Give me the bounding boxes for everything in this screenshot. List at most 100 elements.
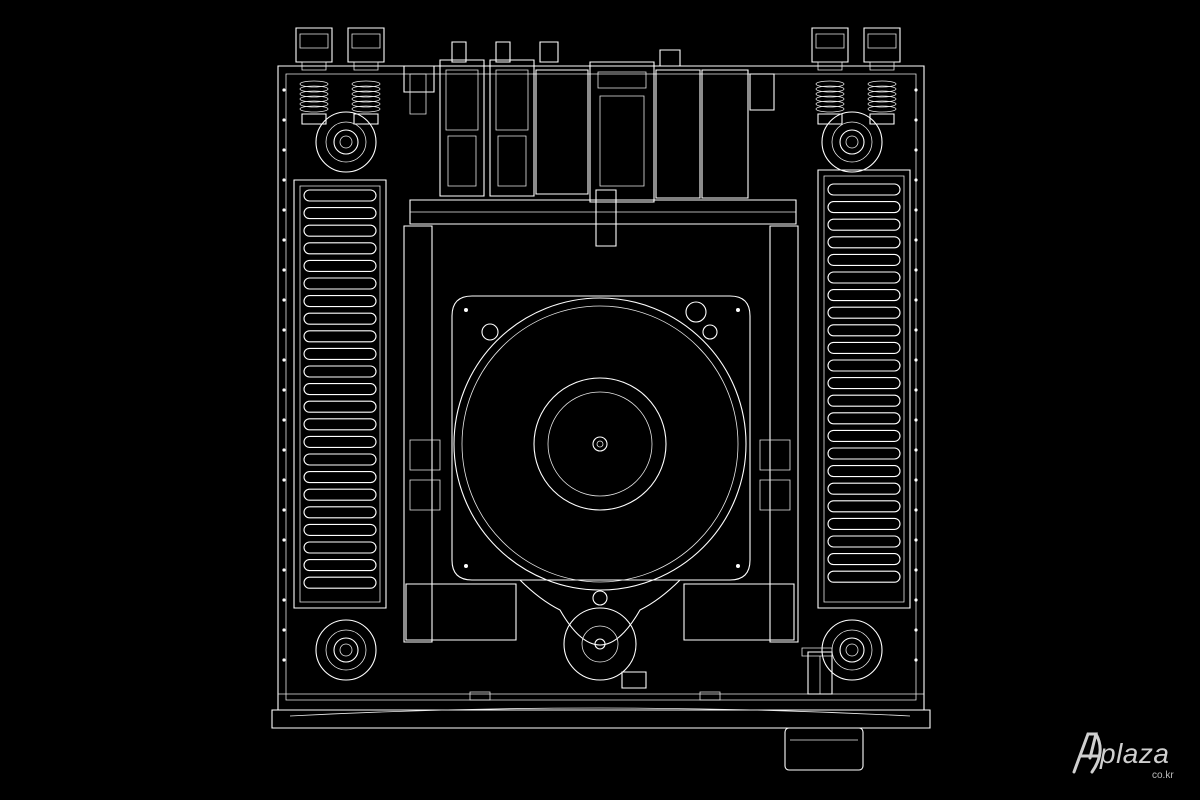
terminal-spring bbox=[868, 81, 896, 124]
heatsink-fin bbox=[304, 560, 376, 571]
heatsink-fin bbox=[828, 430, 900, 441]
heatsink-fin bbox=[828, 448, 900, 459]
screw bbox=[914, 208, 918, 212]
heatsink-fin bbox=[304, 577, 376, 588]
screw bbox=[282, 88, 286, 92]
screw bbox=[914, 478, 918, 482]
terminal-spring bbox=[352, 81, 380, 124]
transformer-plate bbox=[452, 296, 750, 580]
heatsink-fin bbox=[828, 536, 900, 547]
mounting-post bbox=[822, 112, 882, 172]
screw bbox=[914, 118, 918, 122]
screw bbox=[282, 598, 286, 602]
mounting-post bbox=[822, 620, 882, 680]
screw bbox=[914, 538, 918, 542]
heatsink-fin bbox=[304, 507, 376, 518]
heatsink-left bbox=[294, 180, 386, 608]
heatsink-fin bbox=[304, 225, 376, 236]
speaker-terminal-right-2 bbox=[864, 28, 900, 70]
screw bbox=[282, 418, 286, 422]
terminal-spring bbox=[816, 81, 844, 124]
heatsink-fin bbox=[304, 436, 376, 447]
heatsink-fin bbox=[304, 260, 376, 271]
power-switch-assembly bbox=[802, 648, 832, 694]
heatsink-fin bbox=[828, 219, 900, 230]
heatsink-right bbox=[818, 170, 910, 608]
heatsink-fin bbox=[828, 554, 900, 565]
screw bbox=[282, 628, 286, 632]
heatsink-fin bbox=[828, 360, 900, 371]
heatsink-fin bbox=[304, 243, 376, 254]
heatsink-fin bbox=[304, 208, 376, 219]
heatsink-fin bbox=[828, 571, 900, 582]
screw bbox=[914, 448, 918, 452]
speaker-terminals bbox=[296, 28, 900, 70]
heatsink-fin bbox=[828, 272, 900, 283]
heatsink-fin bbox=[304, 331, 376, 342]
heatsink-fin bbox=[304, 348, 376, 359]
heatsink-fin bbox=[828, 254, 900, 265]
screw bbox=[914, 628, 918, 632]
chassis-screws bbox=[282, 88, 918, 662]
terminal-springs bbox=[300, 81, 896, 124]
heatsink-fin bbox=[304, 278, 376, 289]
screw bbox=[914, 508, 918, 512]
heatsink-fin bbox=[828, 325, 900, 336]
input-boards bbox=[404, 42, 796, 246]
heatsink-fin bbox=[828, 413, 900, 424]
screw bbox=[282, 208, 286, 212]
screw bbox=[282, 388, 286, 392]
screw bbox=[914, 388, 918, 392]
amp-board-left bbox=[404, 226, 516, 642]
screw bbox=[282, 328, 286, 332]
screw bbox=[282, 118, 286, 122]
front-panel bbox=[272, 708, 930, 770]
mounting-post bbox=[316, 620, 376, 680]
heatsink-fin bbox=[828, 395, 900, 406]
heatsink-fin bbox=[304, 489, 376, 500]
heatsink-fin bbox=[304, 366, 376, 377]
screw bbox=[282, 478, 286, 482]
screw bbox=[914, 418, 918, 422]
av-logo-icon bbox=[1072, 732, 1102, 774]
screw bbox=[914, 88, 918, 92]
heatsink-fin bbox=[828, 501, 900, 512]
heatsink-fin bbox=[304, 190, 376, 201]
toroidal-transformer bbox=[454, 298, 746, 590]
screw bbox=[282, 358, 286, 362]
screw bbox=[282, 238, 286, 242]
heatsink-fin bbox=[828, 184, 900, 195]
screw bbox=[282, 658, 286, 662]
heatsink-fin bbox=[828, 290, 900, 301]
heatsink-fin bbox=[304, 296, 376, 307]
heatsink-fin bbox=[304, 384, 376, 395]
speaker-terminal-right-1 bbox=[812, 28, 848, 70]
screw bbox=[282, 148, 286, 152]
screw bbox=[282, 448, 286, 452]
heatsink-fin bbox=[828, 483, 900, 494]
heatsink-fin bbox=[828, 202, 900, 213]
terminal-spring bbox=[300, 81, 328, 124]
heatsink-fin bbox=[304, 524, 376, 535]
speaker-terminal-left-1 bbox=[296, 28, 332, 70]
lower-mount bbox=[470, 580, 720, 700]
screw bbox=[914, 358, 918, 362]
amp-board-right bbox=[684, 226, 798, 642]
watermark-domain: co.kr bbox=[1152, 770, 1174, 781]
screw bbox=[914, 268, 918, 272]
screw bbox=[282, 508, 286, 512]
heatsink-fin bbox=[304, 313, 376, 324]
screw bbox=[914, 658, 918, 662]
screw bbox=[282, 178, 286, 182]
heatsink-fin bbox=[304, 542, 376, 553]
screw bbox=[914, 568, 918, 572]
screw bbox=[914, 298, 918, 302]
screw bbox=[914, 328, 918, 332]
screw bbox=[282, 538, 286, 542]
screw bbox=[914, 598, 918, 602]
heatsink-fin bbox=[828, 378, 900, 389]
heatsink-fin bbox=[304, 472, 376, 483]
mounting-posts bbox=[316, 112, 882, 680]
screw bbox=[914, 148, 918, 152]
